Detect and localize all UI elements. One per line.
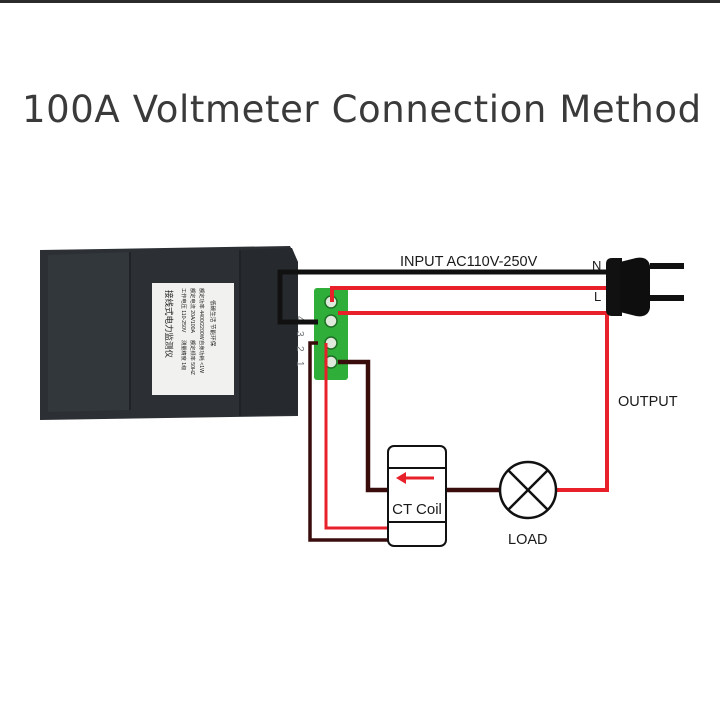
plug-cord-end xyxy=(606,258,622,316)
ct-wire-dark xyxy=(308,341,390,542)
plug-prong xyxy=(650,263,684,269)
ct-wire-red xyxy=(324,343,390,530)
terminal-number: 3 xyxy=(294,331,305,337)
terminal-screw xyxy=(324,314,338,328)
device-footer: 低碳生活 节能环保 xyxy=(209,300,217,347)
arrow-head-icon xyxy=(396,472,406,484)
output-wire xyxy=(338,311,609,492)
load-lamp-icon xyxy=(498,460,558,520)
load-label: LOAD xyxy=(508,532,548,548)
device-label-sticker xyxy=(152,283,234,395)
power-meter-device: 接线式电力监测仪 工作电压 110-250V 额定电流 20A/100A 额定功… xyxy=(40,246,348,420)
device-spec: 测量精度 1级 xyxy=(180,340,188,370)
ct-coil: CT Coil xyxy=(387,445,447,547)
live-label: L xyxy=(594,289,601,304)
ct-coil-label-bg xyxy=(390,497,444,521)
neutral-label: N xyxy=(592,258,601,273)
plug-body xyxy=(620,257,650,317)
terminal-number: 1 xyxy=(294,361,305,367)
top-border xyxy=(0,0,720,3)
terminal-number: 2 xyxy=(294,346,305,352)
device-heading: 接线式电力监测仪 xyxy=(164,290,174,359)
lamp-cross xyxy=(507,469,549,511)
device-spec: 额定频率 50HZ xyxy=(189,340,197,375)
device-left-panel xyxy=(48,252,130,412)
ct-coil-label: CT Coil xyxy=(392,501,442,518)
device-spec: 额定电流 20A/100A xyxy=(189,288,197,334)
output-label: OUTPUT xyxy=(618,394,678,410)
neutral-wire xyxy=(277,269,612,325)
terminal-number: 4 xyxy=(294,316,305,322)
live-wire xyxy=(330,286,612,302)
power-plug-icon xyxy=(606,257,684,317)
device-right-panel xyxy=(240,248,298,416)
ct-coil-body xyxy=(387,445,447,547)
page-title: 100A Voltmeter Connection Method xyxy=(22,88,702,131)
device-spec: 自身功耗 <1W xyxy=(198,340,206,373)
plug-prong xyxy=(650,295,684,301)
device-spec: 额定功率 4400/2200W xyxy=(198,288,206,340)
input-label: INPUT AC110V-250V xyxy=(400,254,538,270)
device-spec: 工作电压 110-250V xyxy=(180,288,188,333)
